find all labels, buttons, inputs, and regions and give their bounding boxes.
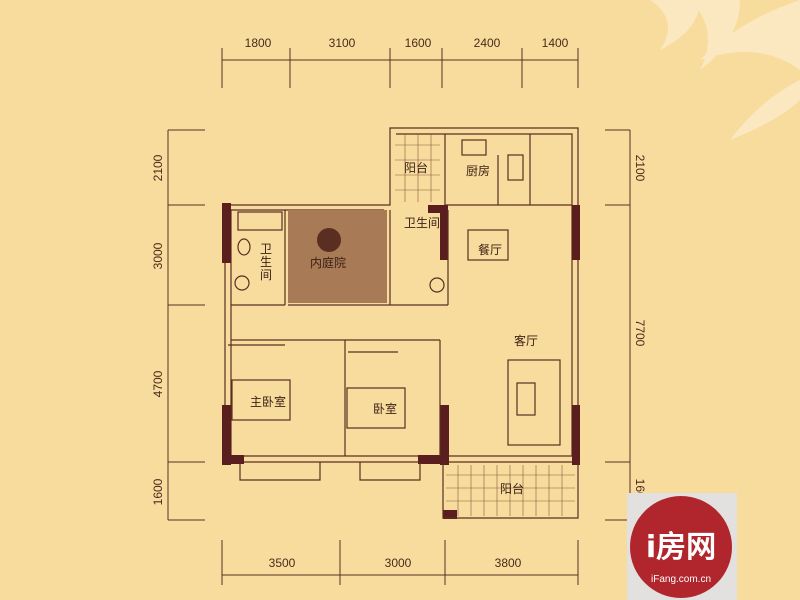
dim-left-1: 2100 (151, 154, 165, 181)
logo-circle: i房网 iFang.com.cn (630, 496, 732, 598)
logo-main-text: i房网 (645, 530, 717, 565)
dim-top-1: 1800 (245, 36, 272, 50)
dimension-top (221, 48, 579, 88)
dim-left-2: 3000 (151, 242, 165, 269)
dimension-right (605, 129, 631, 521)
dim-top-2: 3100 (329, 36, 356, 50)
ifang-logo: i房网 iFang.com.cn (627, 493, 737, 600)
courtyard-table-icon (317, 228, 341, 252)
dim-bottom-3: 3800 (495, 556, 522, 570)
room-label-bathroom-left-3: 间 (260, 268, 272, 282)
room-label-living: 客厅 (514, 333, 538, 348)
room-label-bathroom-left-1: 卫 (260, 242, 272, 256)
room-label-courtyard: 内庭院 (310, 255, 346, 270)
room-label-kitchen: 厨房 (466, 163, 490, 178)
dim-top-4: 2400 (474, 36, 501, 50)
dim-left-3: 4700 (151, 370, 165, 397)
dim-right-1: 2100 (633, 155, 647, 182)
furniture (228, 139, 561, 446)
dimension-left (167, 129, 205, 521)
dim-bottom-2: 3000 (385, 556, 412, 570)
dim-top-3: 1600 (405, 36, 432, 50)
dim-top-5: 1400 (542, 36, 569, 50)
leaf-decoration (650, 0, 800, 140)
balcony-bottom-tiles (446, 465, 575, 516)
walls (222, 127, 580, 519)
dim-bottom-1: 3500 (269, 556, 296, 570)
dimension-bottom (221, 540, 579, 585)
courtyard-area (288, 210, 387, 303)
balcony-top-tiles (395, 134, 440, 202)
dim-left-4: 1600 (151, 478, 165, 505)
dim-right-2: 7700 (633, 320, 647, 347)
room-label-master-bedroom: 主卧室 (250, 394, 286, 409)
logo-sub-text: iFang.com.cn (650, 574, 712, 585)
room-label-dining: 餐厅 (478, 242, 502, 257)
room-label-balcony-bottom: 阳台 (500, 481, 524, 496)
room-label-bedroom: 卧室 (373, 401, 397, 416)
room-label-bathroom-right: 卫生间 (404, 216, 440, 230)
room-label-bathroom-left-2: 生 (260, 255, 272, 269)
room-label-balcony-top: 阳台 (404, 160, 428, 175)
